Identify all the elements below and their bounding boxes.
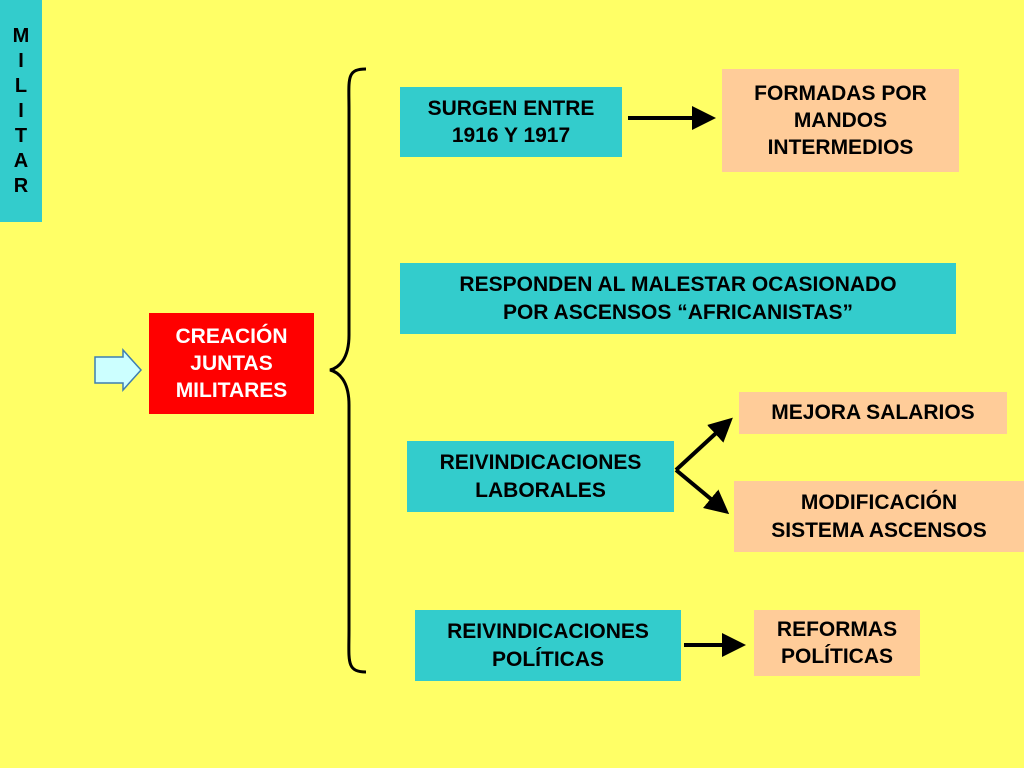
reformas-politicas-box: REFORMAS POLÍTICAS — [754, 610, 920, 676]
responden-box: RESPONDEN AL MALESTAR OCASIONADO POR ASC… — [400, 263, 956, 334]
formadas-box: FORMADAS POR MANDOS INTERMEDIOS — [722, 69, 959, 172]
root-letter: I — [18, 49, 24, 72]
root-letter: I — [18, 99, 24, 122]
arrow-laborales-ascensos — [674, 468, 730, 515]
creacion-juntas-box: CREACIÓN JUNTAS MILITARES — [149, 313, 314, 414]
arrow-laborales-salarios — [674, 417, 733, 472]
militar-vertical-box: M I L I T A R — [0, 0, 42, 222]
surgen-box: SURGEN ENTRE 1916 Y 1917 — [400, 87, 622, 157]
curly-brace — [329, 67, 367, 674]
block-arrow-icon — [94, 348, 143, 392]
root-letter: M — [12, 24, 30, 47]
root-letter: A — [13, 149, 29, 172]
mejora-salarios-box: MEJORA SALARIOS — [739, 392, 1007, 434]
reivindicaciones-politicas-box: REIVINDICACIONES POLÍTICAS — [415, 610, 681, 681]
root-letter: R — [13, 174, 29, 197]
reivindicaciones-laborales-box: REIVINDICACIONES LABORALES — [407, 441, 674, 512]
root-letter: T — [14, 124, 28, 147]
modificacion-ascensos-box: MODIFICACIÓN SISTEMA ASCENSOS — [734, 481, 1024, 552]
root-letter: L — [14, 74, 28, 97]
